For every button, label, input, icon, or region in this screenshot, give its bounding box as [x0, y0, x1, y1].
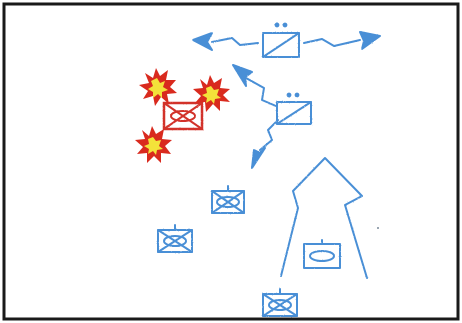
enemy-armored-infantry-unit-destroyed — [162, 101, 204, 131]
stray-mark — [377, 227, 379, 229]
explosion-icon — [135, 126, 172, 163]
explosion-icon — [139, 68, 177, 106]
axis-of-advance-arrow — [280, 157, 368, 279]
friendly-armored-infantry-unit — [262, 288, 298, 317]
friendly-armor-unit — [303, 239, 341, 269]
lightning-arrow-icon — [192, 32, 259, 51]
explosion-icon — [193, 75, 230, 112]
lightning-arrow-icon — [251, 119, 279, 169]
friendly-hq-unit-top — [262, 22, 300, 58]
map-frame — [2, 2, 460, 321]
friendly-armored-infantry-unit — [157, 224, 193, 253]
friendly-armored-infantry-unit — [211, 185, 245, 214]
lightning-arrow-icon — [303, 31, 381, 50]
lightning-arrow-icon — [232, 64, 277, 107]
friendly-hq-unit-mid — [276, 92, 312, 125]
